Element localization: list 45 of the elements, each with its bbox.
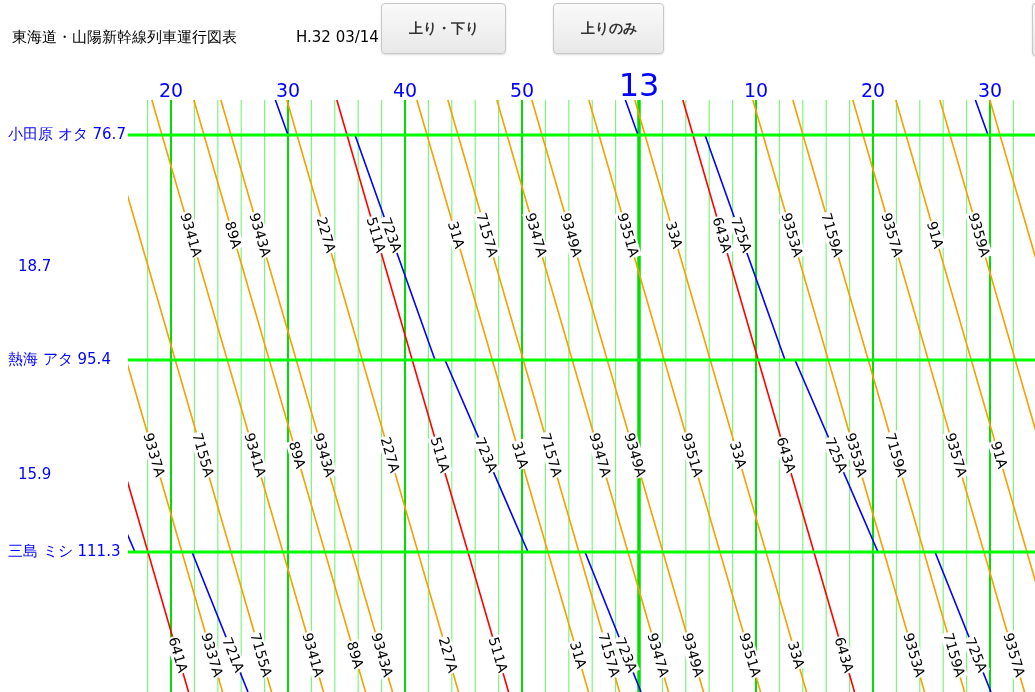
diagram-title: 東海道・山陽新幹線列車運行図表 xyxy=(12,28,237,47)
train-number: 9359A xyxy=(965,210,993,260)
train-number: 9341A xyxy=(177,210,205,260)
train-number: 9343A xyxy=(246,210,274,260)
distance-label: 15.9 xyxy=(18,465,52,483)
filter-button: 上り・下り xyxy=(381,3,506,54)
train-number: 511A xyxy=(427,434,453,476)
train-number: 723A xyxy=(471,434,501,476)
train-number: 9357A xyxy=(878,210,906,260)
train-number: 9351A xyxy=(736,630,764,680)
train-number: 227A xyxy=(377,434,403,476)
time-tick-label: 10 xyxy=(743,78,769,101)
train-number: 9349A xyxy=(679,630,707,680)
train-number: 9349A xyxy=(557,210,585,260)
train-number: 9347A xyxy=(522,210,550,260)
station-label: 熱海 アタ 95.4 xyxy=(8,350,111,369)
train-number: 9341A xyxy=(299,630,327,680)
train-number: 227A xyxy=(313,214,339,256)
train-number: 9343A xyxy=(368,630,396,680)
train-number: 9337A xyxy=(140,430,168,480)
train-number: 9341A xyxy=(241,430,269,480)
train-number: 227A xyxy=(435,634,461,676)
time-tick-label: 20 xyxy=(860,78,886,101)
date-label: H.32 03/14 xyxy=(296,28,379,46)
station-label: 三島 ミシ 111.3 xyxy=(8,542,121,561)
time-tick-label: 30 xyxy=(275,78,301,101)
train-number: 9353A xyxy=(900,630,928,680)
distance-label: 18.7 xyxy=(18,257,52,275)
time-tick-label: 50 xyxy=(509,78,535,101)
train-number: 9357A xyxy=(1000,630,1028,680)
time-tick-label: 40 xyxy=(392,78,418,101)
time-tick-label: 30 xyxy=(977,78,1003,101)
train-number: 9351A xyxy=(678,430,706,480)
train-number: 9353A xyxy=(778,210,806,260)
train-number: 33A xyxy=(662,218,686,252)
time-tick-label: 20 xyxy=(158,78,184,101)
time-tick-label: 13 xyxy=(618,66,660,105)
train-number: 9347A xyxy=(644,630,672,680)
station-label: 小田原 オタ 76.7 xyxy=(8,125,126,144)
train-number: 9349A xyxy=(621,430,649,480)
train-number: 9347A xyxy=(586,430,614,480)
train-number: 7157A xyxy=(473,210,501,260)
train-number: 9357A xyxy=(942,430,970,480)
filter-button: 上りのみ xyxy=(553,3,664,54)
train-number: 9343A xyxy=(310,430,338,480)
